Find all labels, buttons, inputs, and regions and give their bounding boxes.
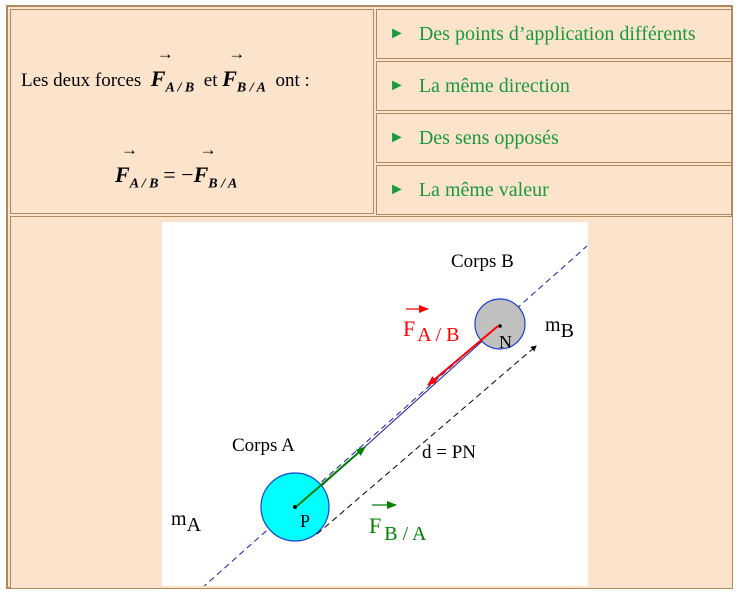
vector-letter: F (193, 162, 209, 187)
direction-line (203, 245, 588, 586)
label-distance: d = PN (422, 442, 476, 463)
property-item: ► La même direction (376, 61, 732, 111)
property-label: Des points d’application différents (418, 22, 696, 45)
statement-suffix: ont : (275, 70, 310, 91)
bullet-arrow-icon: ► (389, 129, 405, 146)
vector-letter: F (115, 162, 130, 187)
statement-cell: Les deux forces →FA / B et →FB / A ont :… (10, 9, 374, 214)
vector-subscript: A / B (165, 80, 195, 96)
vector-arrow: → (156, 44, 174, 63)
figure-frame: Les deux forces →FA / B et →FB / A ont :… (6, 5, 733, 589)
bullet-arrow-icon: ► (389, 181, 405, 198)
vector-subscript: B / A (236, 80, 266, 96)
label-mass-b: mB (545, 314, 574, 342)
vector-arrow: → (228, 44, 246, 63)
label-corps-b: Corps B (451, 251, 514, 272)
equation-rhs: → FB / A (193, 140, 238, 192)
bullet-arrow-icon: ► (389, 77, 405, 94)
vector-arrow: → (121, 140, 138, 159)
statement-connector: et (203, 70, 218, 91)
property-item: ► La même valeur (376, 165, 732, 215)
bullet-arrow-icon: ► (389, 25, 405, 42)
equation-sign: = − (163, 162, 194, 187)
vector-letter: F (150, 66, 166, 91)
vector-arrow: → (199, 140, 217, 159)
vector-subscript: A / B (129, 176, 159, 192)
vector-f-ab: → FA / B (150, 44, 195, 96)
equation-line: →FA / B = −→FB / A (115, 140, 238, 192)
distance-line (316, 345, 537, 535)
property-item: ► Des points d’application différents (376, 9, 732, 59)
vector-f-ba: → FB / A (222, 44, 266, 96)
vector-letter: F (222, 66, 237, 91)
sphere-b (474, 298, 526, 350)
vector-subscript: B / A (208, 176, 238, 192)
label-corps-a: Corps A (232, 435, 295, 456)
equation-lhs: → FA / B (115, 140, 159, 192)
property-label: La même valeur (418, 178, 549, 201)
point-p-dot (293, 505, 297, 509)
label-point-n: N (499, 332, 512, 352)
property-label: La même direction (418, 74, 570, 97)
force-ab-vector (427, 325, 499, 386)
property-label: Des sens opposés (418, 126, 559, 149)
statement-prefix: Les deux forces (21, 70, 142, 91)
force-ba-vector (296, 446, 366, 507)
point-n-dot (498, 324, 502, 328)
label-mass-a: mA (171, 508, 202, 536)
label-point-p: P (300, 511, 310, 531)
statement-line: Les deux forces →FA / B et →FB / A ont : (21, 44, 310, 96)
property-item: ► Des sens opposés (376, 113, 732, 163)
